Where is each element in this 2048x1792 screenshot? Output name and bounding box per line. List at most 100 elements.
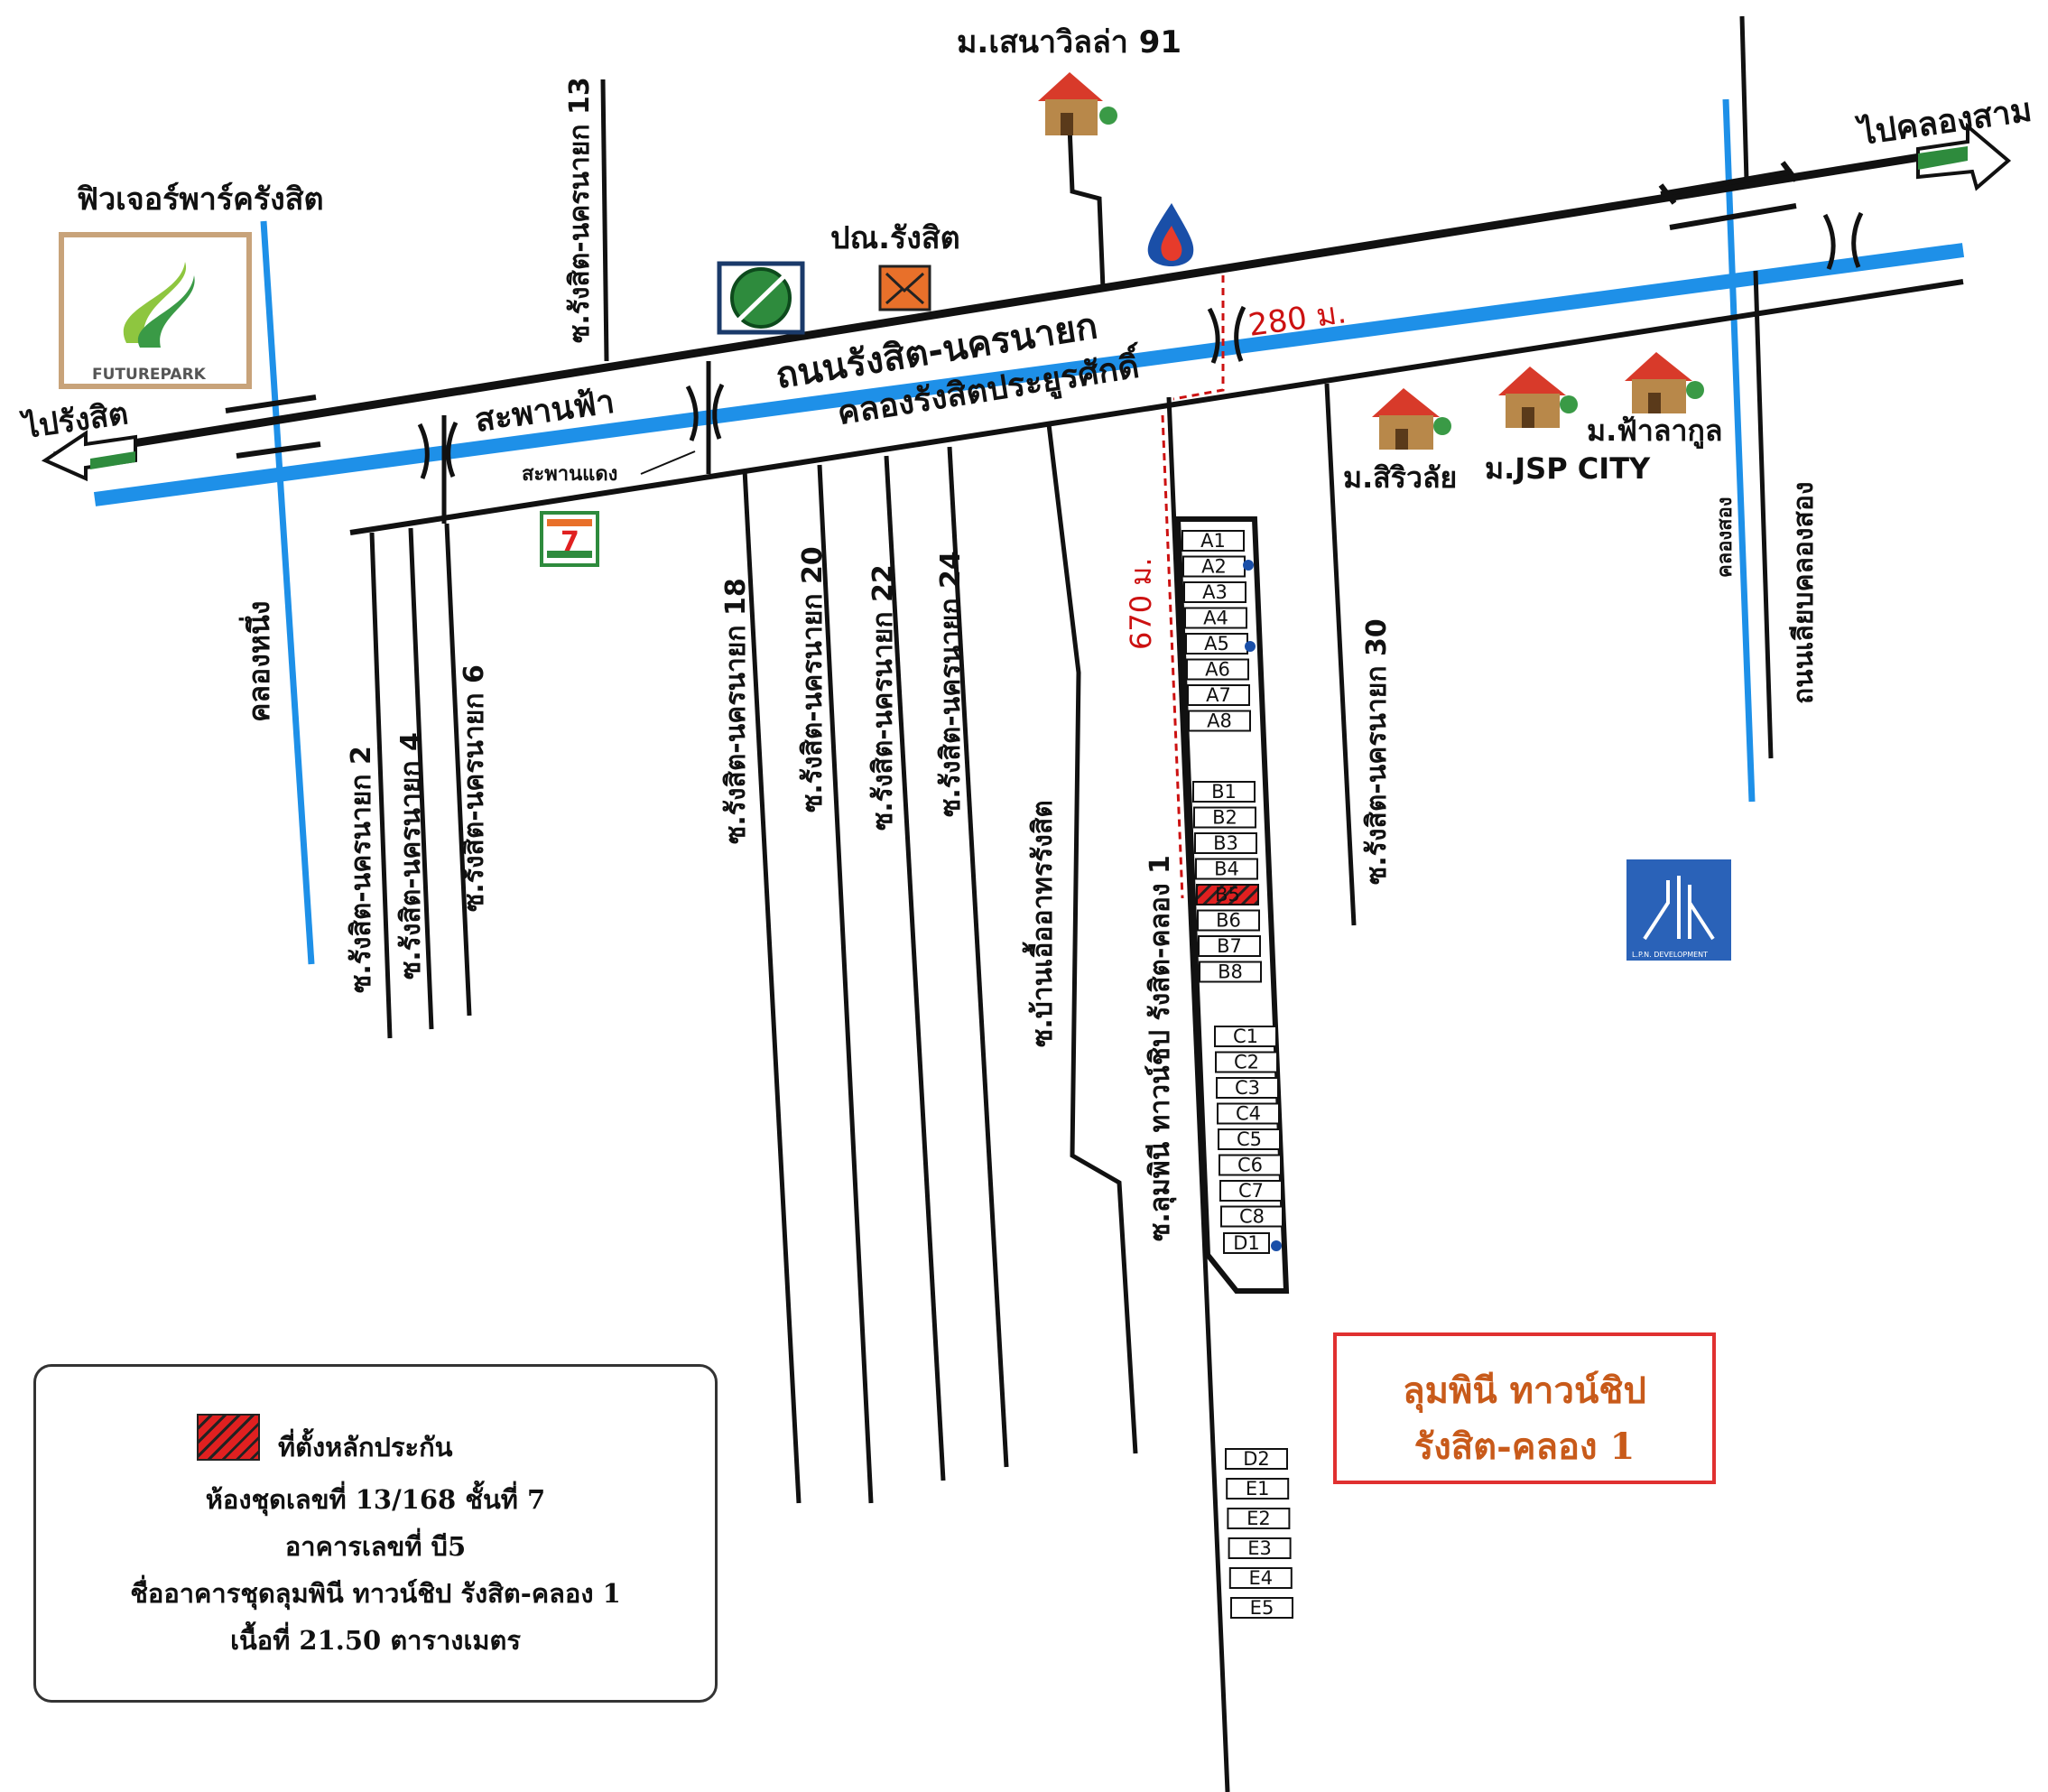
fa-lakul-label: ม.ฟ้าลากูล [1587, 413, 1722, 450]
building-c3 [1216, 1077, 1279, 1099]
canal-bridge-3 [1207, 305, 1246, 364]
soi20-road [817, 464, 874, 1504]
building-b4 [1195, 858, 1258, 880]
building-b2-label: B2 [1212, 807, 1237, 829]
building-b8-label: B8 [1218, 961, 1243, 983]
building-a6 [1186, 658, 1249, 681]
house-icon-jsp [1498, 367, 1578, 428]
building-b3 [1194, 832, 1257, 854]
building-c8 [1220, 1205, 1283, 1228]
building-a8-label: A8 [1207, 710, 1232, 732]
road-bridge-west [225, 395, 321, 459]
building-e5-label: E5 [1250, 1597, 1274, 1619]
soi24-road [947, 446, 1009, 1468]
canal-bridge-1 [417, 421, 459, 479]
canal-line [93, 243, 1965, 506]
building-e3 [1228, 1537, 1292, 1559]
building-e2 [1227, 1508, 1291, 1529]
building-c1 [1214, 1026, 1277, 1047]
building-a2-label: A2 [1201, 556, 1227, 578]
project-line1: ลุมพินี ทาวน์ชิป [1403, 1370, 1646, 1412]
building-a3 [1183, 581, 1246, 603]
building-b6 [1197, 909, 1260, 932]
soi6-road [444, 523, 472, 1017]
arrow-to-khlong-sam [1916, 122, 2012, 191]
khlong-nueng-label: คลองหนึ่ง [238, 601, 276, 722]
soi4-label: ซ.รังสิต-นครนายก 4 [395, 732, 427, 980]
soi22-road [884, 455, 946, 1481]
building-a7 [1187, 684, 1250, 706]
main-road-north [53, 151, 1932, 460]
building-e1-label: E1 [1246, 1478, 1270, 1500]
entrance-dot-1 [1243, 560, 1254, 571]
building-a1-label: A1 [1200, 530, 1226, 552]
soi30-label: ซ.รังสิต-นครนายก 30 [1361, 618, 1393, 885]
house-icon-falakul [1625, 352, 1704, 413]
soi18-label: ซ.รังสิต-นครนายก 18 [720, 578, 752, 844]
future-park-label: ฟิวเจอร์พาร์ครังสิต [77, 181, 324, 218]
soi24-label: ซ.รังสิต-นครนายก 24 [935, 551, 967, 817]
legend-area: เนื้อที่ 21.50 ตารางเมตร [230, 1625, 521, 1656]
building-b1 [1192, 781, 1256, 803]
ban-uea-road [1046, 423, 1138, 1454]
lpn-logo-text: L.P.N. DEVELOPMENT [1632, 951, 1708, 959]
building-c5-label: C5 [1237, 1128, 1262, 1150]
building-e4-label: E4 [1248, 1567, 1273, 1589]
building-d1-label: D1 [1233, 1232, 1260, 1254]
red-bridge-label: สะพานแดง [522, 463, 617, 486]
building-a3-label: A3 [1202, 581, 1228, 603]
building-c8-label: C8 [1239, 1206, 1265, 1228]
bypass-road-south [1753, 270, 1774, 759]
building-a7-label: A7 [1206, 684, 1231, 706]
sirivalai-label: ม.สิริวลัย [1343, 460, 1457, 495]
future-park-logo: FUTUREPARK [59, 232, 252, 389]
legend-condo-name: ชื่ออาคารชุดลุมพินี ทาวน์ชิป รังสิต-คลอง… [130, 1578, 621, 1609]
legend-box: ที่ตั้งหลักประกัน ห้องชุดเลขที่ 13/168 ช… [33, 1364, 718, 1703]
building-b2 [1193, 806, 1256, 829]
building-c5 [1218, 1128, 1281, 1150]
soi2-road [369, 532, 393, 1039]
building-c7-label: C7 [1238, 1180, 1264, 1202]
building-e4 [1228, 1567, 1293, 1589]
building-d2 [1225, 1448, 1288, 1470]
khlong-song-line [1722, 98, 1756, 803]
lumpini-road [1166, 396, 1230, 1792]
building-c7 [1219, 1180, 1283, 1202]
building-b5-label: B5 [1215, 884, 1240, 905]
building-c1-label: C1 [1233, 1026, 1258, 1047]
soi6-label: ซ.รังสิต-นครนายก 6 [459, 664, 490, 912]
khlong-nueng-line [260, 220, 315, 965]
senavilla-road [1067, 125, 1106, 290]
legend-building: อาคารเลขที่ บี5 [284, 1531, 467, 1562]
distance-670-line [1161, 414, 1184, 899]
collateral-swatch [197, 1414, 260, 1461]
building-a1 [1182, 530, 1245, 552]
entrance-dot-2 [1245, 641, 1256, 652]
bank-icon [717, 261, 805, 335]
canal-bridge-2 [685, 383, 725, 441]
seven-eleven-icon: 7 [540, 511, 599, 567]
soi13-label: ซ.รังสิต-นครนายก 13 [564, 77, 596, 343]
future-park-logo-text: FUTUREPARK [92, 366, 207, 384]
building-a5-label: A5 [1204, 633, 1229, 655]
ban-uea-label: ซ.บ้านเอื้ออาทรรังสิต [1022, 800, 1059, 1047]
khlong-song-label: คลองสอง [1714, 497, 1737, 578]
building-c2-label: C2 [1234, 1052, 1259, 1073]
senavilla-label: ม.เสนาวิลล่า 91 [957, 24, 1182, 60]
legend-room: ห้องชุดเลขที่ 13/168 ชั้นที่ 7 [205, 1484, 546, 1515]
building-c4-label: C4 [1236, 1103, 1261, 1125]
building-b3-label: B3 [1213, 832, 1238, 854]
soi2-label: ซ.รังสิต-นครนายก 2 [346, 746, 377, 993]
building-d2-label: D2 [1243, 1448, 1270, 1470]
building-e1 [1226, 1478, 1290, 1500]
building-b4-label: B4 [1214, 859, 1239, 880]
building-e2-label: E2 [1246, 1508, 1271, 1529]
soi20-label: ซ.รังสิต-นครนายก 20 [797, 546, 829, 812]
building-c6 [1219, 1154, 1282, 1176]
building-b7 [1198, 935, 1261, 957]
jsp-city-label: ม.JSP CITY [1485, 451, 1651, 486]
lpn-logo: L.P.N. DEVELOPMENT [1626, 859, 1731, 961]
